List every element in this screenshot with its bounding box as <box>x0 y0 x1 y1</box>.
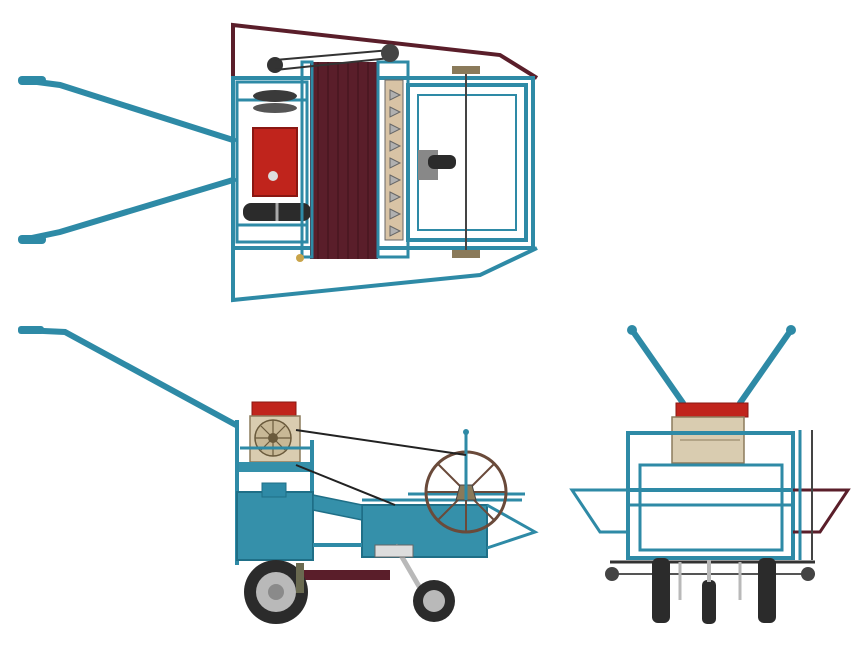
top-pulley-1 <box>253 90 297 102</box>
top-caster-wheel <box>428 155 456 169</box>
front-handle-right <box>737 327 794 406</box>
top-pulley-2 <box>253 103 297 113</box>
front-caster-wheel <box>702 580 716 624</box>
top-handle-lower <box>19 177 236 243</box>
front-main-frame <box>626 431 795 560</box>
side-maroon-roller <box>302 570 390 580</box>
side-handle <box>19 327 239 428</box>
side-belt-upper <box>295 429 467 456</box>
front-engine-tank <box>675 402 749 418</box>
top-grip-lower <box>18 235 46 244</box>
top-drive-pulley <box>381 44 399 62</box>
top-outer-frame <box>231 76 535 250</box>
top-conveyor-belt <box>310 62 378 259</box>
top-bearing-upper <box>452 66 480 74</box>
side-engine-tank <box>251 401 297 417</box>
front-view <box>569 325 851 624</box>
top-bearing-lower <box>452 250 480 258</box>
side-belt-lower <box>295 464 396 506</box>
top-guide-rail <box>231 22 539 80</box>
front-wheel-left <box>652 558 670 623</box>
top-handle-upper <box>19 77 236 143</box>
top-cutter-teeth <box>384 79 404 241</box>
side-main-frame-box <box>236 491 314 561</box>
top-grip-upper <box>18 76 46 85</box>
top-engine-subframe <box>235 80 309 244</box>
side-grip <box>18 326 44 334</box>
top-view <box>18 22 539 303</box>
front-handle-left <box>629 327 686 406</box>
top-engine <box>252 127 298 197</box>
side-view <box>18 326 539 624</box>
front-wheel-right <box>758 558 776 623</box>
top-lower-guide <box>231 246 538 303</box>
